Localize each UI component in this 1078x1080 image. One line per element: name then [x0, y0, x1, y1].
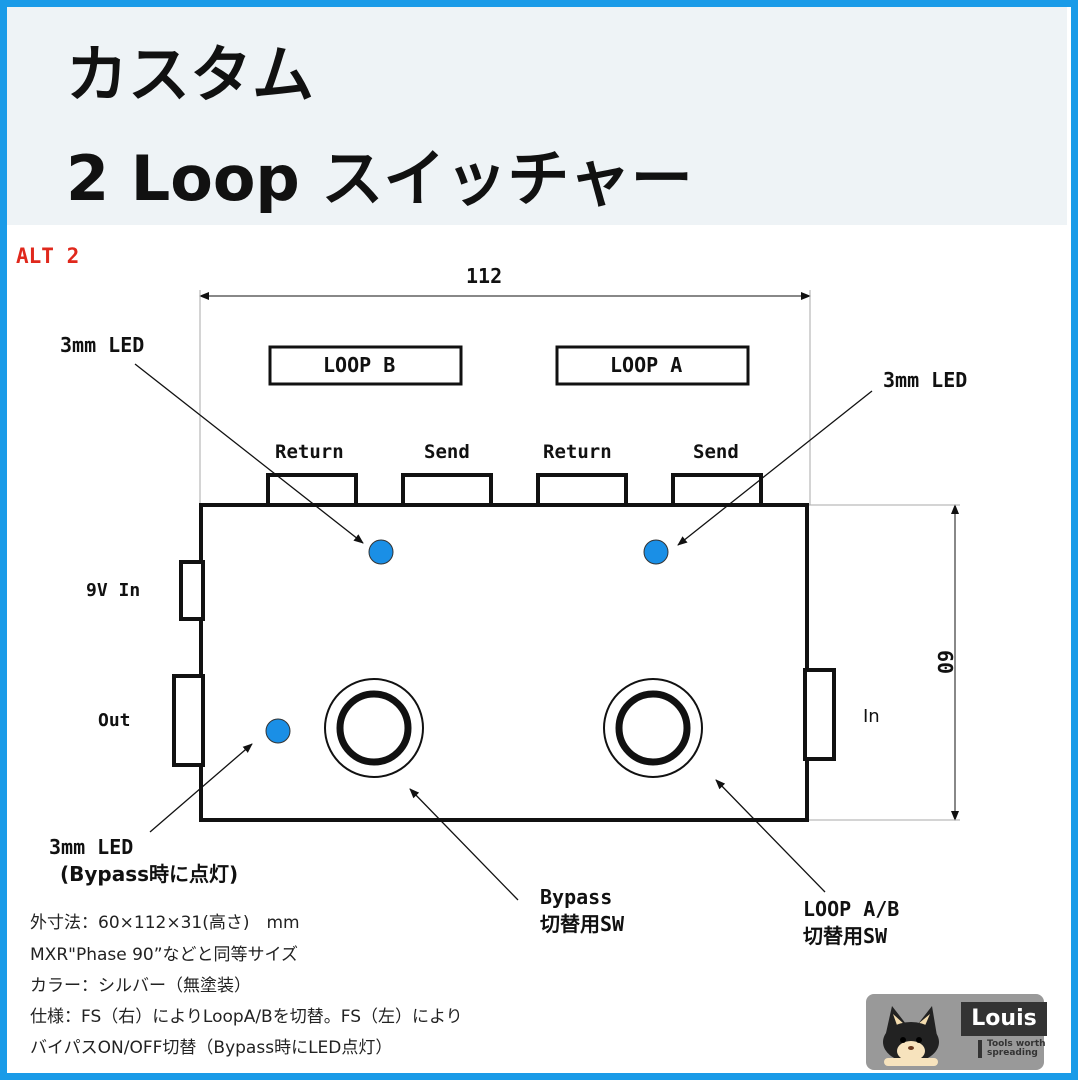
- loop-sw-label-2: 切替用SW: [803, 924, 888, 948]
- power-jack: [179, 560, 205, 621]
- led-bypass: [265, 718, 291, 744]
- out-label: Out: [98, 710, 131, 731]
- return-b-label: Return: [275, 441, 344, 463]
- bypass-sw-label-1: Bypass: [540, 885, 613, 909]
- enclosure-body: [199, 503, 809, 822]
- loop-footswitch: [603, 678, 703, 778]
- arrow-led-right: [677, 390, 873, 546]
- led-right-label: 3mm LED: [883, 368, 968, 392]
- loop-a-label: LOOP A: [610, 353, 683, 377]
- send-a-label: Send: [693, 441, 739, 463]
- led-loop-a: [643, 539, 669, 565]
- height-dimension-label: 60: [933, 650, 957, 675]
- spec-line: バイパスON/OFF切替（Bypass時にLED点灯）: [30, 1038, 393, 1058]
- title-line-1: カスタム: [66, 38, 315, 111]
- bypass-footswitch: [324, 678, 424, 778]
- in-label: In: [863, 706, 880, 727]
- led-left-label: 3mm LED: [60, 333, 145, 357]
- loop-b-label: LOOP B: [323, 353, 396, 377]
- bypass-sw-label-2: 切替用SW: [540, 912, 625, 936]
- led-bypass-label-1: 3mm LED: [49, 835, 134, 859]
- width-dimension: [199, 290, 811, 505]
- spec-line: 外寸法：60×112×31(高さ) mm: [30, 913, 300, 933]
- height-dimension: [808, 504, 960, 821]
- spec-line: 仕様：FS（右）によりLoopA/Bを切替。FS（左）により: [30, 1007, 463, 1027]
- loop-b-box: [268, 345, 463, 386]
- output-jack: [172, 674, 205, 767]
- return-a-jack: [536, 473, 628, 507]
- send-b-label: Send: [424, 441, 470, 463]
- loop-sw-label-1: LOOP A/B: [803, 897, 900, 921]
- send-b-jack: [401, 473, 493, 507]
- spec-line: MXR"Phase 90”などと同等サイズ: [30, 945, 299, 965]
- width-dimension-label: 112: [466, 264, 503, 288]
- arrow-led-bypass: [149, 743, 253, 833]
- arrow-loop-sw: [715, 779, 826, 893]
- return-a-label: Return: [543, 441, 612, 463]
- arrow-led-left: [134, 363, 364, 544]
- led-bypass-label-2: (Bypass時に点灯): [60, 862, 239, 886]
- power-in-label: 9V In: [86, 580, 141, 601]
- loop-a-box: [555, 345, 750, 386]
- input-jack: [803, 668, 836, 761]
- dog-mascot-icon: [883, 1006, 939, 1066]
- spec-line: カラー：シルバー（無塗装）: [30, 976, 251, 996]
- header: [7, 7, 1067, 225]
- title-line-2: 2 Loop スイッチャー: [66, 142, 693, 215]
- logo-tagline: Tools worth spreading: [978, 1040, 1047, 1058]
- arrow-bypass-sw: [409, 788, 519, 901]
- brand-logo: Louis Tools worth spreading: [866, 994, 1051, 1070]
- logo-name: Louis: [961, 1002, 1051, 1036]
- led-loop-b: [368, 539, 394, 565]
- variant-label: ALT 2: [16, 244, 80, 268]
